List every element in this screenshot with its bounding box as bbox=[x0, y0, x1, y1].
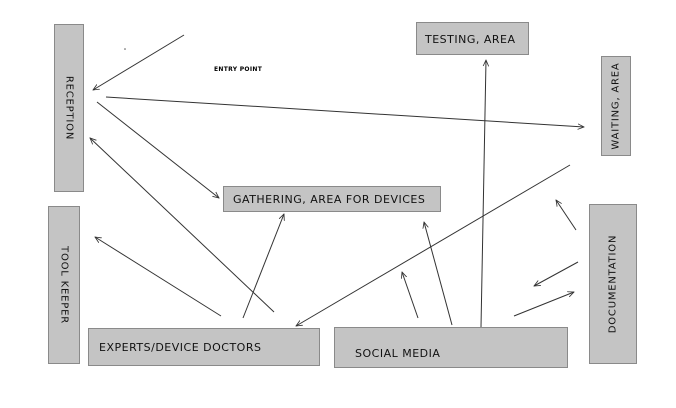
experts-box: EXPERTS/DEVICE DOCTORS bbox=[88, 328, 320, 366]
arrow-documentation-to-social bbox=[534, 261, 579, 286]
testing-area-label: TESTING, AREA bbox=[425, 33, 516, 46]
arrow-social-to-documentation bbox=[513, 292, 574, 317]
tool-keeper-box: TOOL KEEPER bbox=[48, 206, 80, 364]
gathering-area-box: GATHERING, AREA FOR DEVICES bbox=[223, 186, 441, 212]
experts-label: EXPERTS/DEVICE DOCTORS bbox=[99, 341, 262, 354]
reception-label: RECEPTION bbox=[63, 75, 75, 141]
documentation-box: DOCUMENTATION bbox=[589, 204, 637, 364]
social-media-label: SOCIAL MEDIA bbox=[355, 347, 441, 360]
tool-keeper-label: TOOL KEEPER bbox=[58, 246, 70, 324]
arrow-social-up-short bbox=[402, 272, 419, 319]
stray-dot bbox=[124, 48, 126, 50]
testing-area-box: TESTING, AREA bbox=[416, 22, 529, 55]
entry-point-label: ENTRY POINT bbox=[214, 66, 263, 73]
arrow-social-to-testing bbox=[480, 60, 486, 328]
arrow-entry-to-reception bbox=[93, 34, 185, 90]
arrow-experts-to-gathering bbox=[242, 214, 284, 319]
gathering-area-label: GATHERING, AREA FOR DEVICES bbox=[233, 193, 426, 206]
reception-box: RECEPTION bbox=[54, 24, 84, 192]
arrow-experts-to-toolkeeper bbox=[95, 237, 222, 317]
arrow-experts-to-reception bbox=[90, 138, 275, 313]
waiting-area-box: WAITING, AREA bbox=[601, 56, 631, 156]
waiting-area-label: WAITING, AREA bbox=[610, 62, 622, 150]
arrow-documentation-to-waiting bbox=[556, 200, 577, 231]
arrow-reception-to-gathering bbox=[96, 101, 219, 198]
arrow-social-to-gathering bbox=[424, 222, 453, 326]
documentation-label: DOCUMENTATION bbox=[607, 234, 619, 334]
arrow-reception-to-waiting bbox=[105, 96, 584, 127]
social-media-box: SOCIAL MEDIA bbox=[334, 327, 568, 368]
arrow-waiting-to-experts bbox=[296, 164, 571, 326]
